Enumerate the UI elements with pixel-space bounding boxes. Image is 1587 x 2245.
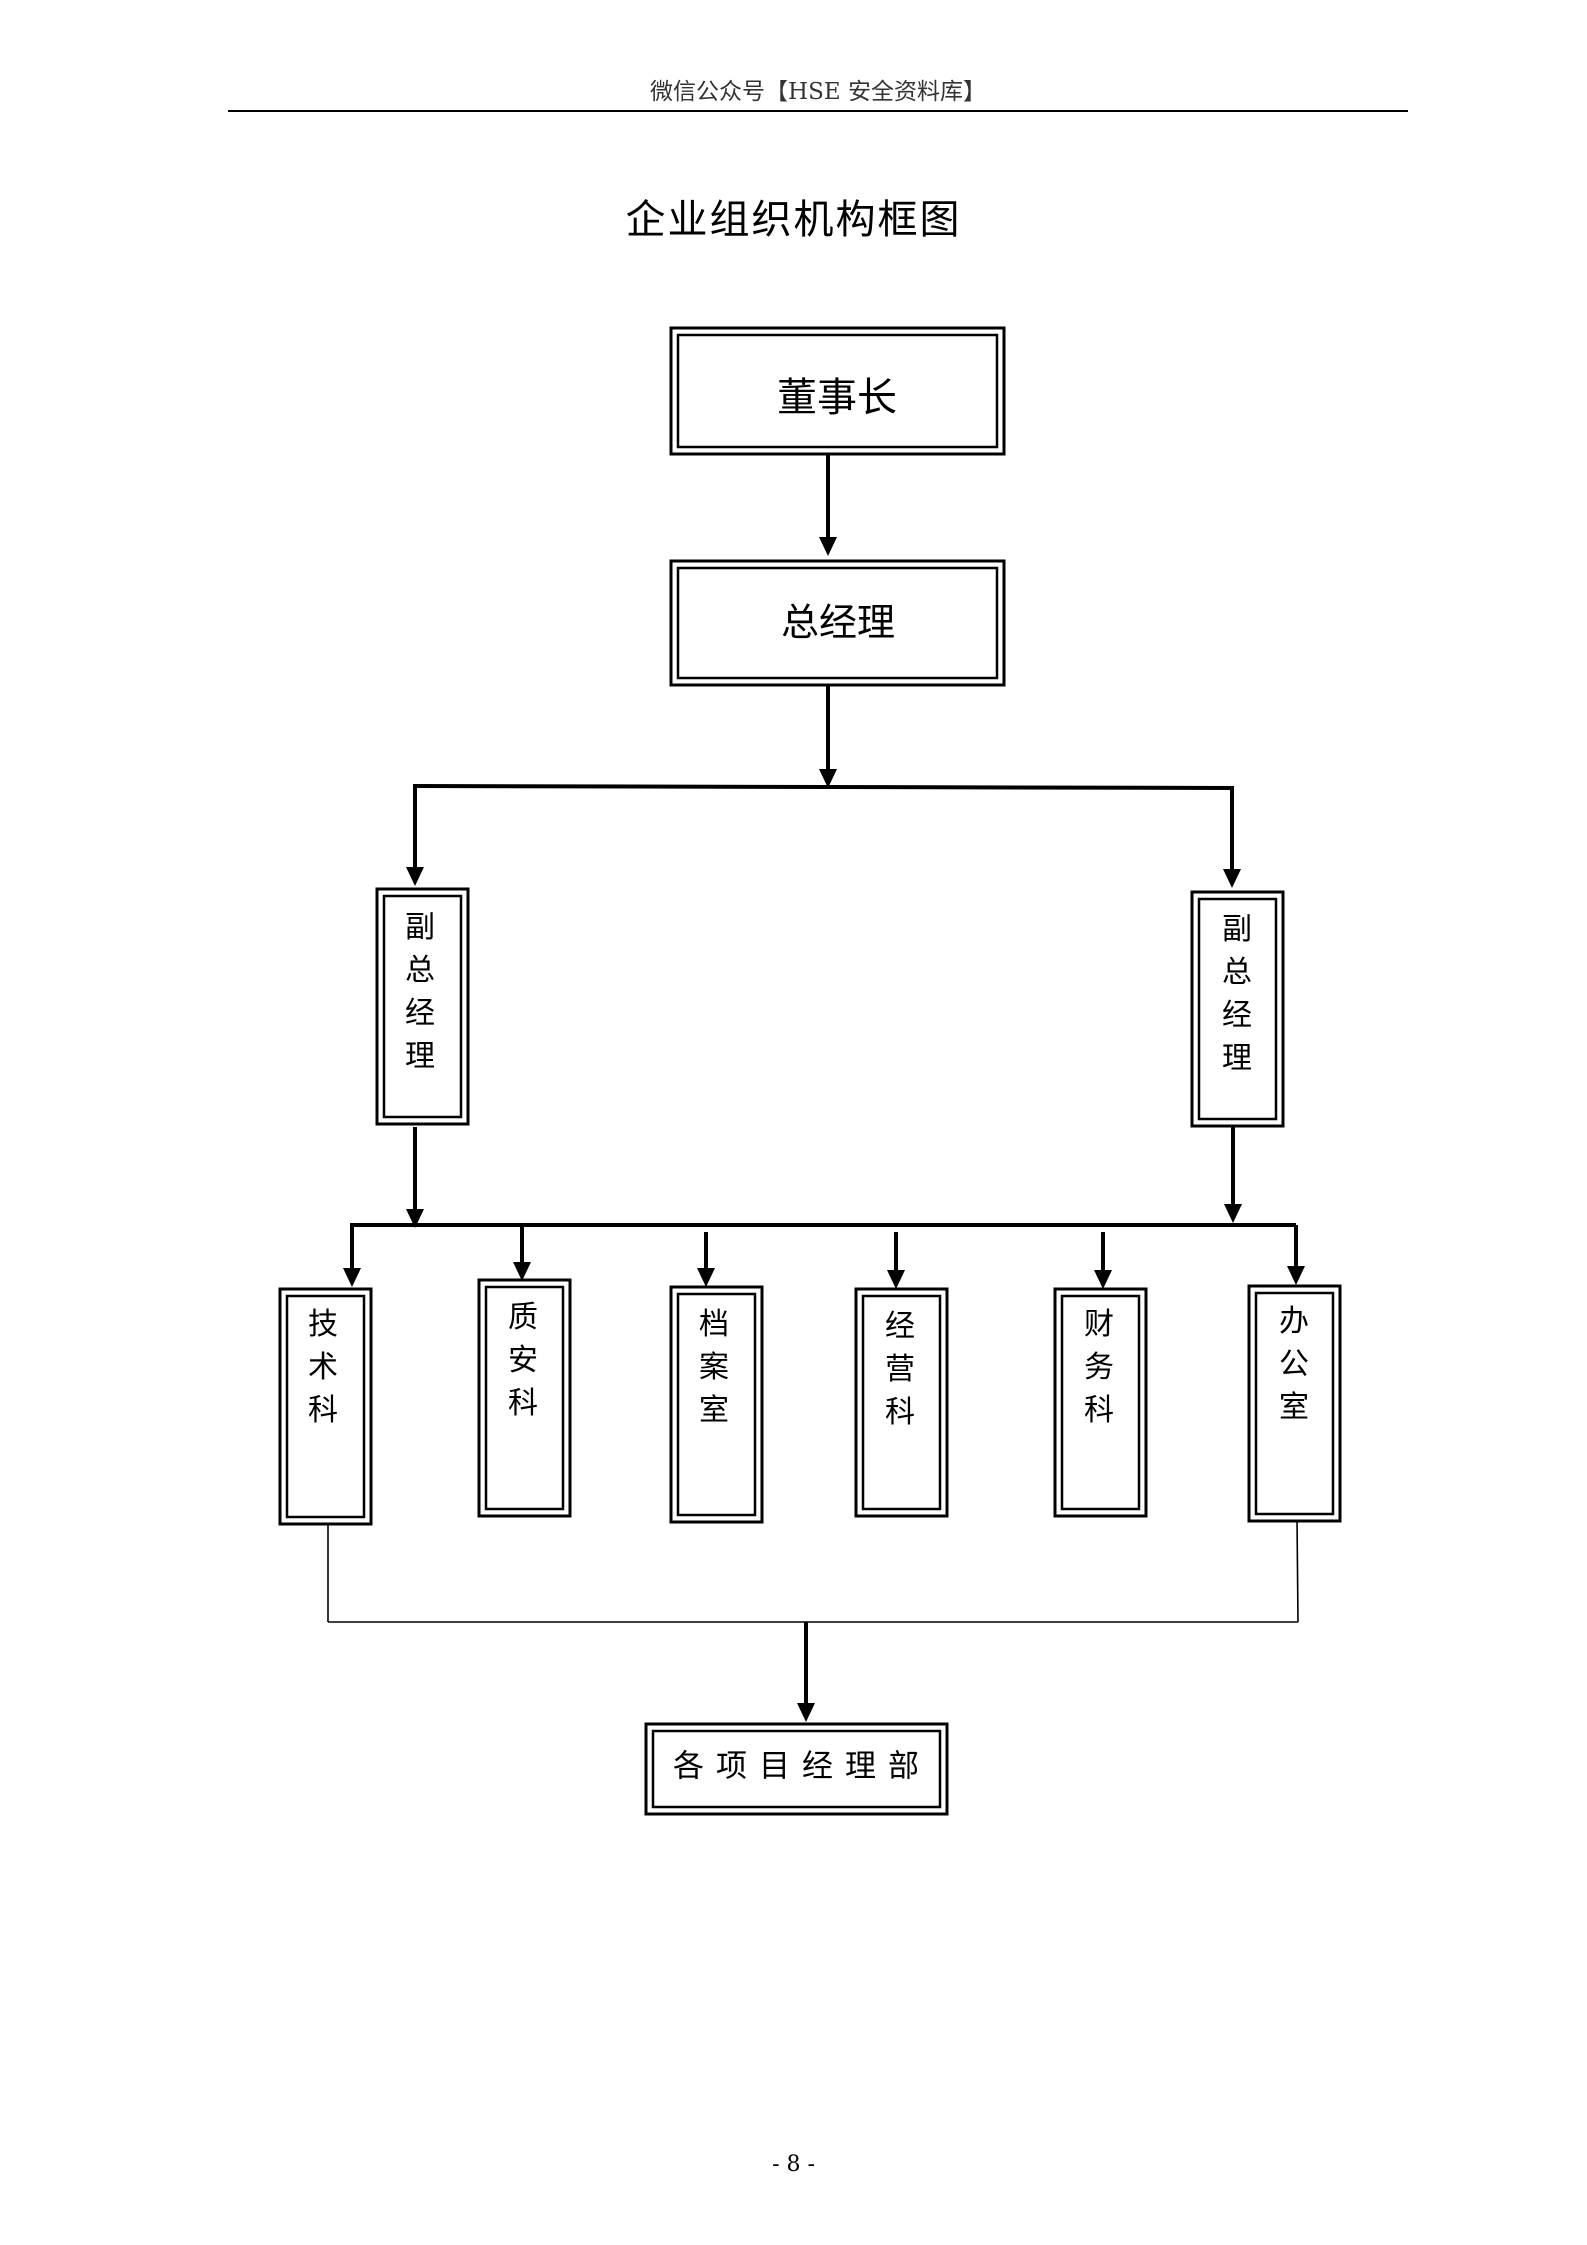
arrow-dept-6 [1287, 1266, 1305, 1285]
vertical-char: 科 [308, 1393, 338, 1428]
arrow-chairman-gm [819, 537, 837, 556]
arrow-dept-2 [513, 1262, 531, 1281]
dept-technology-label: 技术科 [308, 1307, 338, 1428]
deputy-bus [412, 784, 1235, 790]
box-chairman: 董事长 [669, 326, 1006, 456]
deputy-right-label: 副总经理 [1222, 912, 1252, 1076]
vertical-char: 理 [405, 1039, 435, 1074]
vertical-char: 科 [885, 1395, 915, 1430]
box-dept-archives: 档案室 [669, 1285, 764, 1524]
vertical-char: 安 [508, 1343, 538, 1378]
box-dept-technology: 技术科 [278, 1287, 373, 1526]
box-deputy-right: 副总经理 [1190, 890, 1285, 1128]
vertical-char: 技 [308, 1307, 338, 1342]
vertical-char: 务 [1084, 1350, 1114, 1385]
arrow-deputy-left [406, 867, 424, 886]
vertical-char: 经 [405, 996, 435, 1031]
arrow-dept-5 [1094, 1270, 1112, 1289]
vertical-char: 档 [699, 1307, 729, 1342]
header-divider [228, 110, 1408, 112]
dept-quality-safety-label: 质安科 [508, 1300, 538, 1421]
vertical-char: 质 [508, 1300, 538, 1335]
arrow-deputy-left-bus [406, 1209, 424, 1228]
page-number: - 8 - [772, 2152, 815, 2177]
vertical-char: 室 [699, 1393, 729, 1428]
vertical-char: 科 [508, 1386, 538, 1421]
vertical-char: 副 [405, 910, 435, 945]
chairman-label: 董事长 [777, 375, 897, 421]
box-dept-quality-safety: 质安科 [477, 1278, 572, 1518]
vertical-char: 公 [1279, 1347, 1309, 1382]
vertical-char: 理 [1222, 1041, 1252, 1076]
arrow-deputy-right-bus [1224, 1204, 1242, 1223]
diagram-title: 企业组织机构框图 [625, 197, 962, 243]
dept-archives-label: 档案室 [699, 1307, 729, 1428]
arrow-dept-4 [887, 1270, 905, 1289]
vertical-char: 科 [1084, 1393, 1114, 1428]
arrow-projects [797, 1703, 815, 1722]
connector-dept-6-join [1296, 1517, 1299, 1623]
vertical-char: 经 [1222, 998, 1252, 1033]
dept-finance-label: 财务科 [1084, 1307, 1114, 1428]
box-deputy-left: 副总经理 [375, 887, 470, 1126]
vertical-char: 术 [308, 1350, 338, 1385]
box-project-departments: 各项目经理部 [644, 1722, 949, 1816]
dept-operations-label: 经营科 [885, 1309, 915, 1430]
arrow-deputy-right [1223, 869, 1241, 888]
vertical-char: 室 [1279, 1390, 1309, 1425]
box-dept-office: 办公室 [1247, 1284, 1342, 1523]
dept-office-label: 办公室 [1279, 1304, 1309, 1425]
project-departments-label: 各项目经理部 [673, 1749, 931, 1785]
box-dept-finance: 财务科 [1053, 1287, 1148, 1518]
vertical-char: 案 [699, 1350, 729, 1385]
page-header: 微信公众号【HSE 安全资料库】 [650, 79, 986, 105]
connectors [327, 452, 1305, 1722]
arrow-dept-3 [697, 1268, 715, 1287]
vertical-char: 总 [1222, 955, 1252, 990]
vertical-char: 办 [1279, 1304, 1309, 1339]
vertical-char: 经 [885, 1309, 915, 1344]
arrow-dept-1 [343, 1268, 361, 1287]
vertical-char: 财 [1084, 1307, 1114, 1342]
vertical-char: 副 [1222, 912, 1252, 947]
vertical-char: 营 [885, 1352, 915, 1387]
box-general-manager: 总经理 [669, 559, 1006, 687]
box-dept-operations: 经营科 [854, 1287, 949, 1518]
general-manager-label: 总经理 [781, 601, 895, 645]
arrow-gm-bus [819, 769, 837, 788]
vertical-char: 总 [405, 953, 435, 988]
deputy-left-label: 副总经理 [405, 910, 435, 1074]
